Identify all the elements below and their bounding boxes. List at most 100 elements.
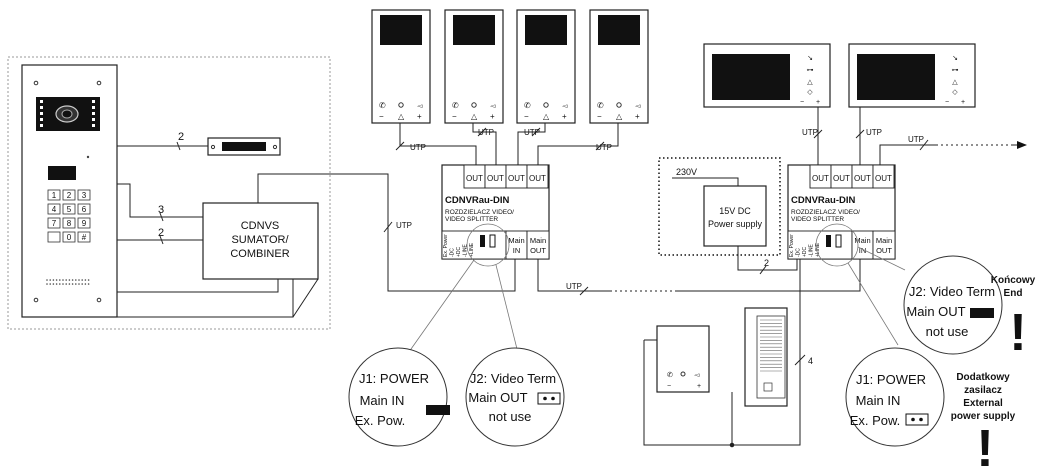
svg-text:Końcowy: Końcowy bbox=[991, 275, 1036, 286]
splitter1-monitor-wires bbox=[395, 123, 619, 165]
splitter-subtitle: VIDEO SPLITTER bbox=[791, 216, 844, 223]
svg-text:not use: not use bbox=[489, 409, 532, 424]
minus-icon: − bbox=[597, 112, 602, 121]
key-icon: ⊶ bbox=[807, 67, 814, 74]
main-out-label: Main bbox=[530, 236, 546, 245]
bell-icon: △ bbox=[807, 79, 813, 86]
handset-icon: ✆ bbox=[452, 101, 459, 110]
wire-count-2: 2 bbox=[764, 258, 769, 268]
monitor-screen bbox=[712, 54, 790, 100]
keypad-key-label: 0 bbox=[67, 233, 72, 242]
svg-text:◅: ◅ bbox=[694, 372, 700, 379]
main-in-label: IN bbox=[513, 246, 521, 255]
panel-enclosure bbox=[7, 56, 331, 330]
combiner-line3: COMBINER bbox=[230, 248, 289, 260]
utp-label: UTP bbox=[566, 282, 582, 291]
bell-icon: △ bbox=[616, 112, 623, 121]
keypad-key-label: 1 bbox=[52, 191, 57, 200]
combiner-module: CDNVS SUMATOR/ COMBINER bbox=[202, 202, 319, 280]
monitor-screen bbox=[598, 15, 640, 45]
keypad-key bbox=[47, 203, 61, 215]
main-in-label: Main bbox=[508, 236, 524, 245]
warning-mark-icon: ! bbox=[976, 420, 993, 468]
minus-icon: − bbox=[945, 99, 949, 106]
callout-leaders bbox=[398, 223, 906, 367]
splitter-subtitle: ROZDZIELACZ VIDEO/ bbox=[445, 209, 514, 216]
svg-text:J1: POWER: J1: POWER bbox=[856, 372, 926, 387]
video-monitor: ↘⊶△◇−+ bbox=[703, 43, 831, 108]
jumper-open-icon bbox=[537, 392, 561, 405]
keypad-key-label: 3 bbox=[82, 191, 87, 200]
settings-icon: ◇ bbox=[952, 89, 958, 96]
panel-display bbox=[48, 166, 76, 180]
terminal-label: +LINE bbox=[815, 242, 821, 257]
out-port-label: OUT bbox=[875, 174, 892, 183]
out-port-label: OUT bbox=[529, 174, 546, 183]
out-port bbox=[872, 164, 895, 189]
psu-line2: Power supply bbox=[708, 219, 763, 229]
keypad-key bbox=[47, 189, 61, 201]
terminal-label: +DC bbox=[456, 246, 462, 257]
mains-enclosure bbox=[658, 157, 781, 256]
terminal-label: +DC bbox=[802, 246, 808, 257]
main-in-label: IN bbox=[859, 246, 867, 255]
keypad-key bbox=[47, 231, 61, 243]
svg-text:Ex. Pow.: Ex. Pow. bbox=[850, 413, 901, 428]
svg-text:power supply: power supply bbox=[951, 411, 1016, 422]
main-out-label: OUT bbox=[876, 246, 892, 255]
keypad-key-label: 4 bbox=[52, 205, 57, 214]
terminal-label: -LINE bbox=[809, 244, 815, 257]
key-icon: ⊶ bbox=[952, 67, 959, 74]
plus-icon: + bbox=[490, 112, 495, 121]
speaker-grille bbox=[46, 279, 90, 285]
keypad-key bbox=[77, 203, 91, 215]
monitor-screen bbox=[453, 15, 495, 45]
door-icon: ◅ bbox=[490, 103, 496, 110]
out-port-label: OUT bbox=[466, 174, 483, 183]
bell-icon: △ bbox=[952, 79, 958, 86]
keypad-key-label: 8 bbox=[67, 219, 72, 228]
utp-label: UTP bbox=[908, 135, 924, 144]
button-icon bbox=[616, 102, 622, 108]
svg-text:Dodatkowy: Dodatkowy bbox=[956, 372, 1010, 383]
keypad-key-label: # bbox=[82, 233, 87, 242]
plus-icon: + bbox=[961, 99, 965, 106]
svg-text:Main IN: Main IN bbox=[360, 393, 405, 408]
svg-text:End: End bbox=[1004, 288, 1023, 299]
main-out-label: OUT bbox=[530, 246, 546, 255]
main-out-port bbox=[872, 230, 896, 260]
video-monitor: ↘⊶△◇−+ bbox=[848, 43, 976, 108]
terminal-label: Ex. Power bbox=[789, 234, 795, 257]
combiner-line1: CDNVS bbox=[241, 220, 280, 232]
jumper-j2 bbox=[489, 234, 496, 248]
end-note: Końcowy End ! bbox=[991, 275, 1036, 362]
jumper-closed-icon bbox=[426, 405, 450, 415]
utp-link-splitters bbox=[537, 259, 861, 296]
intercom-unit bbox=[744, 307, 788, 407]
keypad-key-label: 9 bbox=[82, 219, 87, 228]
plus-icon: + bbox=[635, 112, 640, 121]
keypad-key bbox=[47, 217, 61, 229]
button-icon bbox=[471, 102, 477, 108]
bell-icon: △ bbox=[398, 112, 405, 121]
bell-icon: △ bbox=[543, 112, 550, 121]
splitter-title: CDNVRau-DIN bbox=[445, 195, 510, 206]
plus-icon: + bbox=[816, 99, 820, 106]
handset-monitors: ✆◅−△+✆◅−△+✆◅−△+✆◅−△+ bbox=[371, 9, 649, 124]
splitter-title: CDNVRau-DIN bbox=[791, 195, 856, 206]
svg-text:✆: ✆ bbox=[667, 371, 673, 379]
panel-wires bbox=[117, 141, 319, 318]
terminal-label: -LINE bbox=[463, 244, 469, 257]
out-port-label: OUT bbox=[854, 174, 871, 183]
utp-link-combiner bbox=[257, 173, 516, 292]
handset-monitor: ✆◅−△+ bbox=[589, 9, 649, 124]
out-port-label: OUT bbox=[833, 174, 850, 183]
keypad-key-label: 2 bbox=[67, 191, 72, 200]
led-column-right bbox=[92, 100, 95, 127]
svg-text:−: − bbox=[667, 383, 671, 390]
video-monitors: ↘⊶△◇−+↘⊶△◇−+ bbox=[703, 43, 976, 108]
